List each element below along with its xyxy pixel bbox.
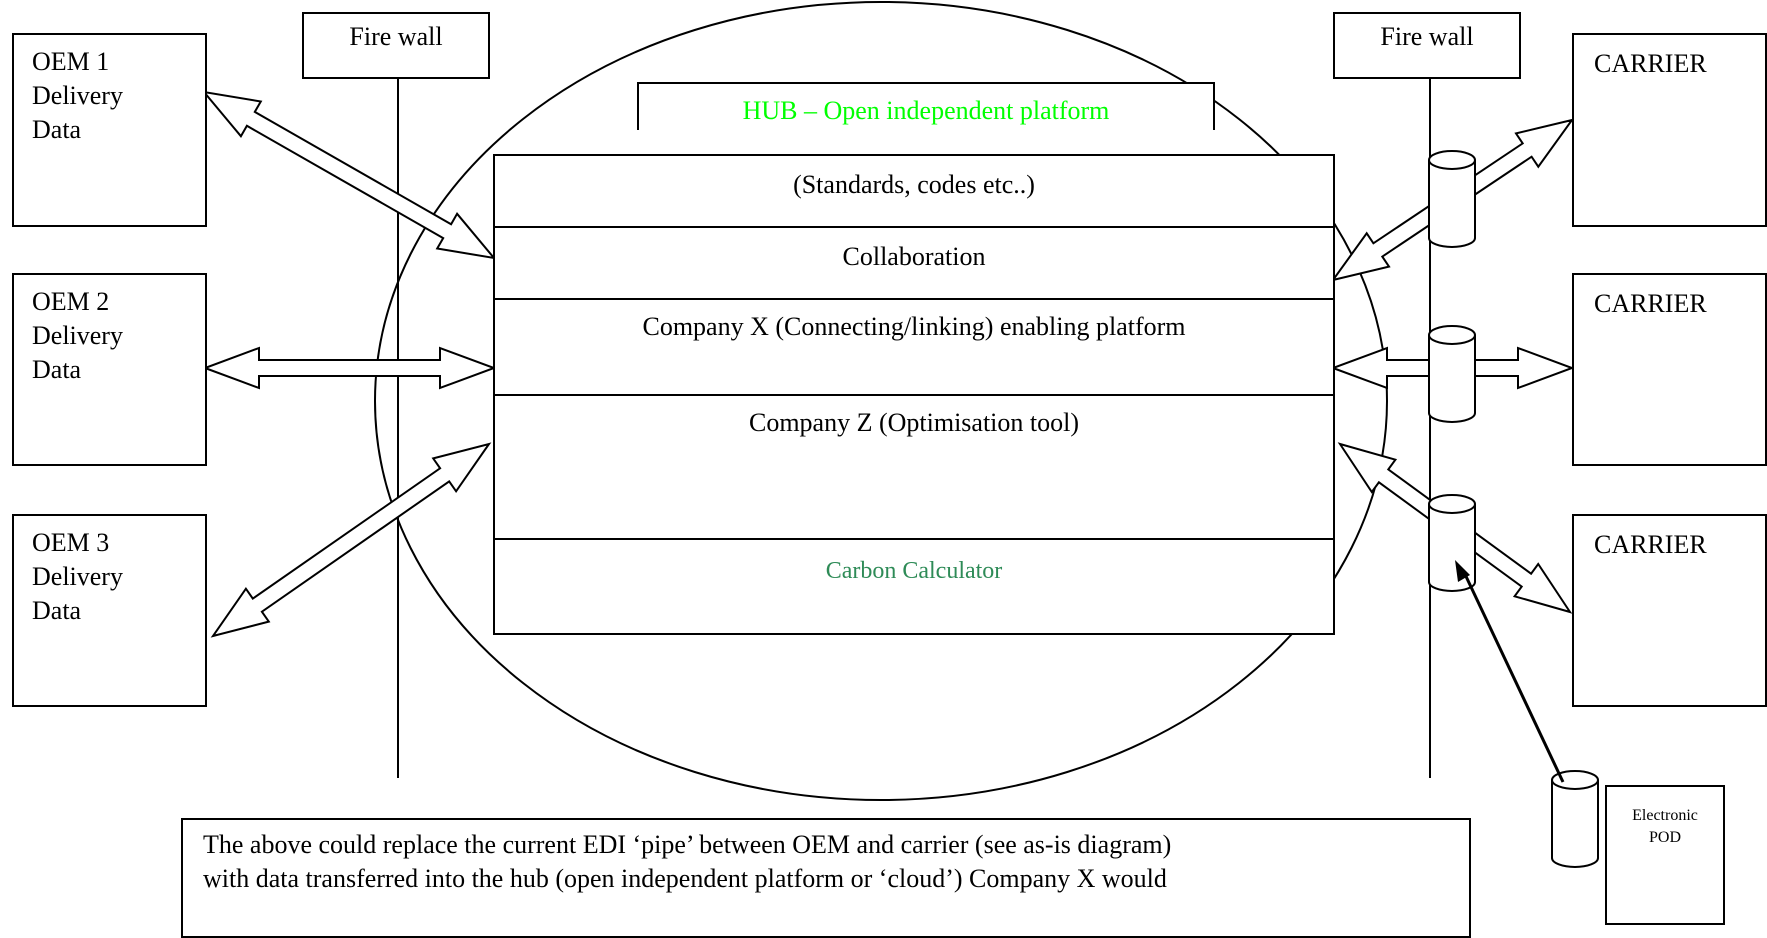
- electronic-pod-label: Electronic POD: [1632, 807, 1698, 846]
- note-line: with data transferred into the hub (open…: [203, 864, 1167, 893]
- carrier-box-3: CARRIER: [1572, 514, 1767, 707]
- hub-title-box: HUB – Open independent platform: [637, 82, 1215, 130]
- oem-box-1: OEM 1 Delivery Data: [12, 33, 207, 227]
- electronic-pod-box: Electronic POD: [1605, 785, 1725, 925]
- carrier-box-1: CARRIER: [1572, 33, 1767, 227]
- arrow-oem2-hub: [202, 346, 497, 390]
- hub-layer-company-z: Company Z (Optimisation tool): [495, 396, 1333, 540]
- arrow-oem3-hub: [210, 442, 492, 638]
- hub-layer-carbon-calculator: Carbon Calculator: [495, 540, 1333, 635]
- database-cylinder-carrier2: [1428, 325, 1476, 423]
- oem-label: OEM 3 Delivery Data: [32, 528, 123, 625]
- carrier-label: CARRIER: [1594, 289, 1707, 318]
- carrier-label: CARRIER: [1594, 530, 1707, 559]
- hub-layer-company-x: Company X (Connecting/linking) enabling …: [495, 300, 1333, 396]
- hub-layer-label: Company Z (Optimisation tool): [748, 408, 1080, 437]
- oem-label: OEM 1 Delivery Data: [32, 47, 123, 144]
- hub-layer-label: Carbon Calculator: [825, 558, 1003, 584]
- carrier-box-2: CARRIER: [1572, 273, 1767, 466]
- carrier-label: CARRIER: [1594, 49, 1707, 78]
- hub-layer-label: Company X (Connecting/linking) enabling …: [642, 312, 1186, 341]
- pod-pointer-line: [1461, 569, 1565, 783]
- hub-layer-collaboration: Collaboration: [495, 228, 1333, 300]
- hub-title: HUB – Open independent platform: [742, 96, 1110, 125]
- hub-layer-label: Collaboration: [842, 242, 986, 271]
- note-line: The above could replace the current EDI …: [203, 830, 1172, 859]
- hub-ellipse: [374, 1, 1388, 801]
- database-cylinder-pod: [1551, 770, 1599, 868]
- diagram-canvas: [201, 1, 1599, 868]
- oem-label: OEM 2 Delivery Data: [32, 287, 123, 384]
- firewall-box-left: Fire wall: [302, 12, 490, 79]
- firewall-box-right: Fire wall: [1333, 12, 1521, 79]
- hub-layer-standards: (Standards, codes etc..): [495, 156, 1333, 228]
- hub-layer-stack: (Standards, codes etc..) Collaboration C…: [493, 154, 1335, 635]
- firewall-label: Fire wall: [349, 22, 443, 51]
- arrow-oem1-hub: [201, 90, 497, 260]
- oem-box-3: OEM 3 Delivery Data: [12, 514, 207, 707]
- explanatory-note: The above could replace the current EDI …: [181, 818, 1471, 938]
- hub-layer-label: (Standards, codes etc..): [793, 170, 1035, 199]
- firewall-label: Fire wall: [1380, 22, 1474, 51]
- database-cylinder-carrier3: [1428, 494, 1476, 592]
- database-cylinder-carrier1: [1428, 150, 1476, 248]
- pod-pointer-head: [1455, 560, 1470, 582]
- oem-box-2: OEM 2 Delivery Data: [12, 273, 207, 466]
